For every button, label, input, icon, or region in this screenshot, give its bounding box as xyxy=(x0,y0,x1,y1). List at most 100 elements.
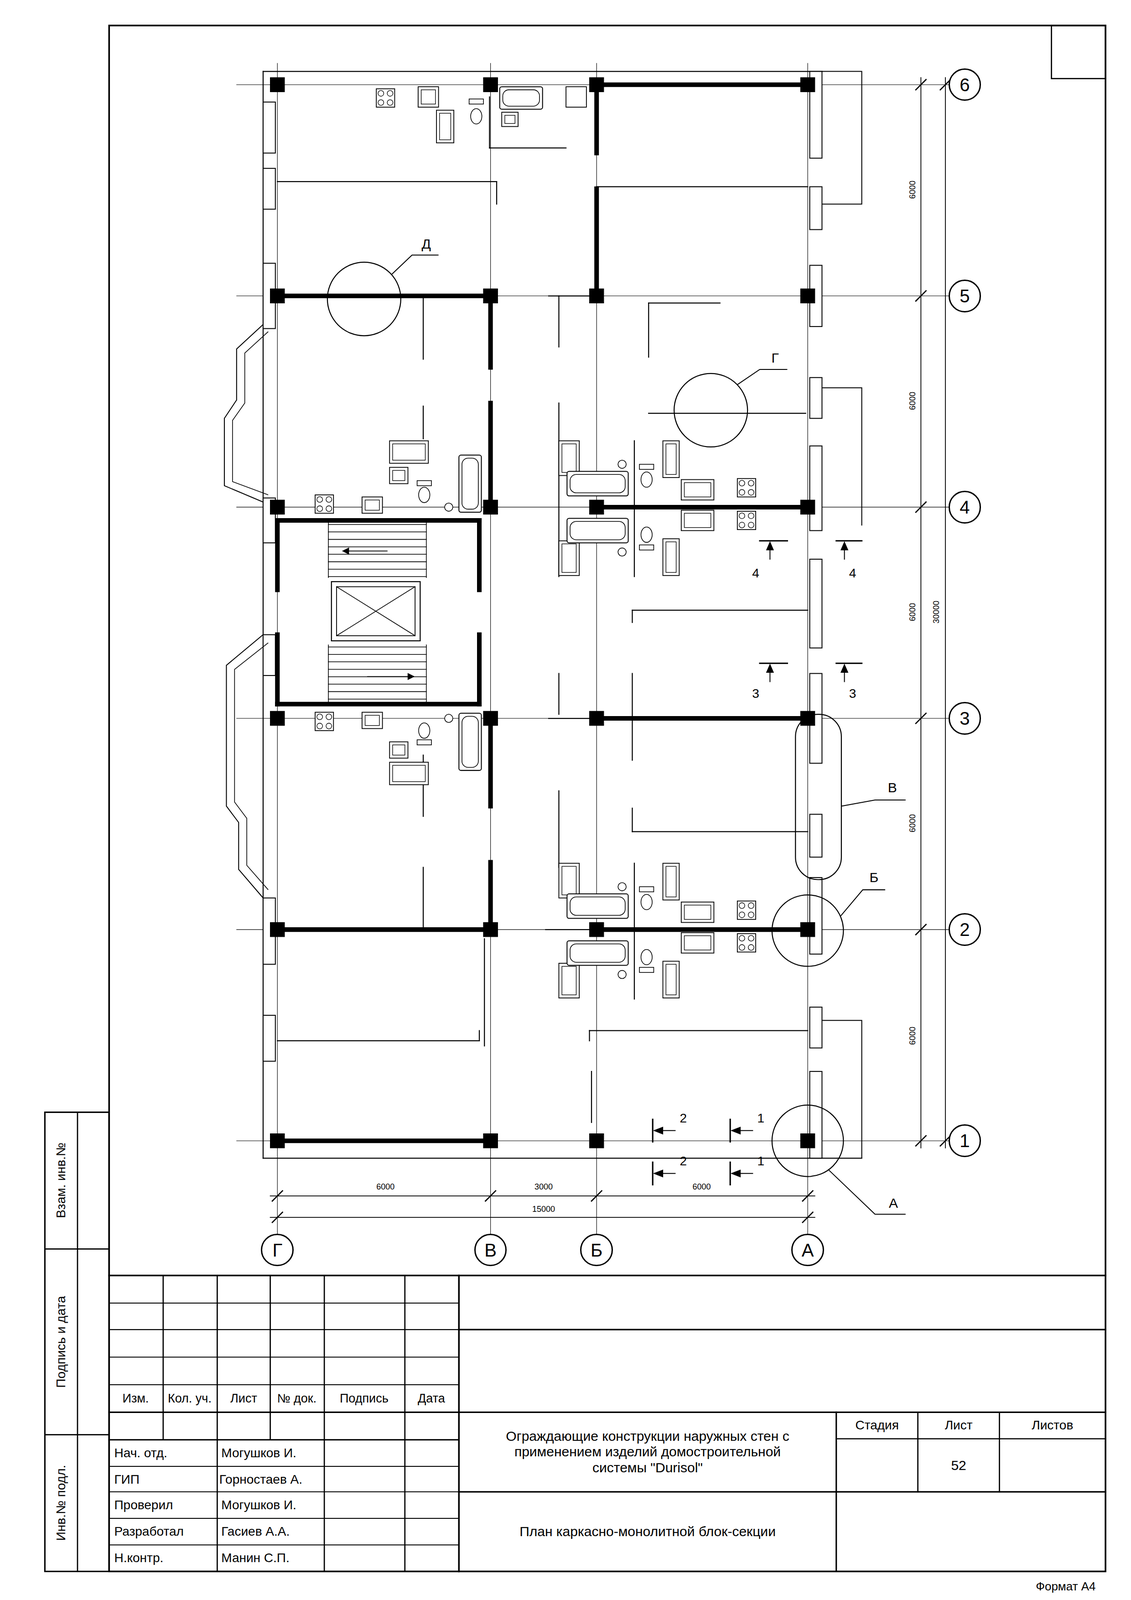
dimension-text: 6000 xyxy=(907,814,918,833)
stair-tread xyxy=(328,698,427,700)
partition xyxy=(422,867,424,929)
basin-symbol xyxy=(617,547,627,556)
section-number: 1 xyxy=(757,1110,765,1126)
leader-line xyxy=(840,889,886,917)
section-mark xyxy=(759,539,788,542)
lift-cross xyxy=(336,586,416,636)
stove-symbol xyxy=(737,933,756,952)
dimension-line xyxy=(270,1216,815,1218)
callout-letter: Д xyxy=(421,235,431,252)
stove-burner xyxy=(316,496,323,503)
stair-arrow xyxy=(342,547,349,554)
column xyxy=(483,77,498,92)
table-header: Изм. xyxy=(122,1391,149,1406)
stove-burner xyxy=(378,90,384,97)
wall-panel xyxy=(809,559,823,649)
callout-letter: Б xyxy=(869,869,879,886)
monolithic-wall xyxy=(596,715,808,721)
sink-symbol xyxy=(558,540,580,576)
bathtub-inner xyxy=(570,474,626,493)
corner-box xyxy=(1051,25,1106,79)
section-number: 4 xyxy=(752,565,760,581)
callout-circle xyxy=(674,373,748,447)
monolithic-wall xyxy=(594,84,599,154)
monolithic-wall xyxy=(488,295,493,368)
dimension-text: 6000 xyxy=(907,1026,918,1045)
callout-letter: В xyxy=(887,779,898,796)
title-block-line xyxy=(108,1356,459,1358)
stove-symbol xyxy=(315,494,334,514)
axis-label: 1 xyxy=(959,1131,970,1150)
sink-inner xyxy=(665,541,676,573)
axis-line xyxy=(490,63,491,1234)
lift-shaft xyxy=(331,581,421,641)
section-arrow xyxy=(653,1169,663,1178)
stove-burner xyxy=(739,522,746,529)
sink-symbol xyxy=(389,440,429,463)
title-block-line xyxy=(458,1275,461,1572)
partition xyxy=(631,673,633,761)
stove-burner xyxy=(316,505,323,512)
lift-cross xyxy=(336,586,416,636)
stove-burner xyxy=(739,944,746,951)
stove-burner xyxy=(748,902,755,909)
dimension-text: 30000 xyxy=(931,600,942,624)
sink-inner xyxy=(665,866,676,897)
column xyxy=(800,288,815,303)
sheet-frame xyxy=(108,25,1106,1572)
bathtub-symbol xyxy=(566,940,628,966)
sink-inner xyxy=(365,499,380,510)
partition xyxy=(488,97,490,149)
partition xyxy=(489,147,566,149)
toilet-bowl xyxy=(418,722,431,739)
monolithic-wall xyxy=(596,504,808,510)
callout-letter: Г xyxy=(771,350,779,367)
partition xyxy=(589,1029,809,1031)
stair-tread xyxy=(328,553,427,555)
leader-line xyxy=(828,1169,906,1215)
basin-symbol xyxy=(617,460,627,469)
sink-symbol xyxy=(558,863,580,898)
callout-circle xyxy=(772,894,844,967)
title-block-line xyxy=(836,1437,1106,1440)
bathtub-inner xyxy=(570,521,626,540)
stove-burner xyxy=(739,489,746,496)
toilet-tank xyxy=(639,967,654,973)
stamp-line xyxy=(44,1248,109,1250)
bathtub-symbol xyxy=(499,86,543,109)
monolithic-wall xyxy=(596,927,808,932)
axis-bubble: 1 xyxy=(948,1124,982,1157)
sink-inner xyxy=(439,113,452,140)
dimension-tick xyxy=(915,79,926,90)
sink-symbol xyxy=(501,112,519,127)
stove-burner xyxy=(326,723,333,730)
sink-symbol xyxy=(681,479,715,501)
dimension-tick xyxy=(272,1190,283,1201)
stove-burner xyxy=(748,513,755,519)
axis-label: 6 xyxy=(959,75,970,94)
sink-inner xyxy=(392,765,426,782)
monolithic-wall xyxy=(488,718,493,806)
partition xyxy=(648,302,721,304)
stair-arrow xyxy=(367,675,415,677)
section-mark xyxy=(836,662,862,665)
axis-bubble: 4 xyxy=(948,490,982,524)
stove-burner xyxy=(748,911,755,918)
stair-tread xyxy=(328,691,427,693)
title-block-line xyxy=(108,1491,459,1493)
lift-cabin xyxy=(336,586,416,636)
partition xyxy=(422,295,424,360)
monolithic-wall xyxy=(488,403,493,508)
title-block-line xyxy=(108,1411,459,1413)
stove-burner xyxy=(316,713,323,720)
partition xyxy=(631,610,633,623)
dimension-tick xyxy=(272,1212,283,1223)
column xyxy=(800,710,815,726)
stair-tread xyxy=(328,539,427,540)
dimension-tick xyxy=(591,1190,602,1201)
basin-symbol xyxy=(444,503,453,512)
sink-inner xyxy=(392,744,405,755)
monolithic-wall xyxy=(594,188,599,296)
stove-burner xyxy=(739,911,746,918)
leader-line xyxy=(737,369,788,385)
